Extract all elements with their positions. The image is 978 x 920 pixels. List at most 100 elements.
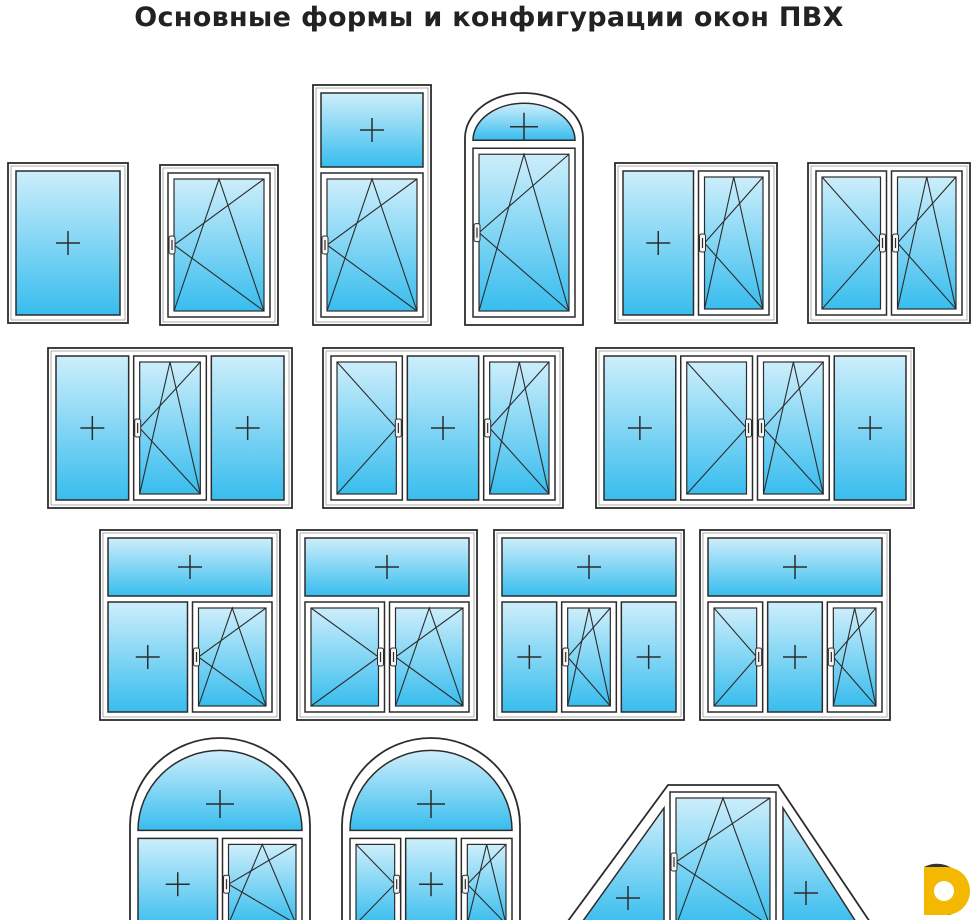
tilt-lines bbox=[832, 607, 877, 707]
turn-fixed-tilt-turn-window bbox=[322, 347, 564, 509]
opening-sash bbox=[697, 170, 770, 316]
plus-icon bbox=[616, 886, 640, 910]
tilt-lines bbox=[197, 606, 267, 707]
tilt-lines bbox=[478, 152, 570, 312]
opening-sash bbox=[756, 355, 830, 501]
opening-sash bbox=[680, 355, 754, 501]
tilt-lines bbox=[394, 606, 464, 707]
window-handle-icon bbox=[745, 418, 752, 438]
fixed-pane bbox=[782, 805, 856, 920]
fixed-pane bbox=[404, 837, 458, 920]
plus-icon bbox=[375, 555, 399, 579]
transom-fixed-tilt-turn-window bbox=[99, 529, 281, 721]
window-handle-icon bbox=[394, 418, 402, 438]
plus-icon bbox=[794, 881, 818, 905]
opening-sash bbox=[320, 172, 424, 318]
fixed-pane bbox=[620, 601, 677, 713]
transom-turn-fixed-tilt-turn-window bbox=[699, 529, 891, 721]
tilt-lines bbox=[139, 361, 201, 495]
window-handle-icon bbox=[473, 223, 481, 243]
window-handle-icon bbox=[562, 647, 570, 667]
opening-sash bbox=[707, 601, 764, 713]
plus-icon bbox=[431, 416, 455, 440]
transom-turn-tilt-turn-window bbox=[296, 529, 478, 721]
tilt-lines bbox=[762, 361, 824, 495]
window-handle-icon bbox=[377, 647, 384, 667]
window-handle-icon bbox=[168, 235, 176, 255]
plus-icon bbox=[56, 231, 80, 255]
fixed-pane bbox=[582, 805, 665, 920]
window-handle-icon bbox=[484, 418, 492, 438]
arched-turn-fixed-tilt-turn-window bbox=[341, 737, 521, 920]
plus-icon bbox=[627, 416, 652, 440]
opening-sash bbox=[890, 170, 963, 316]
window-handle-icon bbox=[670, 852, 678, 872]
opening-sash bbox=[330, 355, 404, 501]
plus-icon bbox=[783, 555, 807, 579]
window-handle-icon bbox=[699, 233, 706, 253]
window-handle-icon bbox=[461, 874, 469, 894]
window-handle-icon bbox=[393, 874, 401, 894]
fixed-pane bbox=[320, 92, 424, 168]
opening-sash bbox=[221, 837, 303, 920]
window-handle-icon bbox=[223, 874, 230, 894]
fixed-pane bbox=[137, 837, 219, 920]
tilt-lines bbox=[489, 361, 550, 495]
plus-icon bbox=[646, 231, 671, 255]
opening-sash bbox=[482, 355, 556, 501]
plus-icon bbox=[80, 416, 105, 440]
tilt-lines bbox=[326, 177, 418, 312]
plus-icon bbox=[165, 872, 190, 897]
tilt-lines bbox=[703, 176, 764, 310]
plus-icon bbox=[510, 112, 538, 141]
plus-icon bbox=[360, 118, 384, 142]
window-handle-icon bbox=[827, 647, 835, 667]
page-title: Основные формы и конфигурации окон ПВХ bbox=[134, 2, 844, 33]
opening-sash bbox=[191, 601, 273, 713]
plus-icon bbox=[517, 645, 542, 669]
fixed-pane bbox=[833, 355, 907, 501]
opening-sash bbox=[132, 355, 208, 501]
window-handle-icon bbox=[892, 233, 899, 253]
opening-sash bbox=[472, 147, 576, 318]
opening-sash bbox=[460, 837, 513, 920]
fixed-pane bbox=[107, 601, 189, 713]
fixed-tilt-turn-fixed-window bbox=[47, 347, 293, 509]
opening-sash bbox=[669, 791, 777, 920]
opening-sash bbox=[388, 601, 470, 713]
tilt-turn-window bbox=[159, 164, 279, 326]
opening-sash bbox=[349, 837, 402, 920]
opening-sash bbox=[815, 170, 888, 316]
tilt-turn-window-with-transom bbox=[312, 84, 432, 326]
tilt-lines bbox=[173, 177, 265, 312]
plus-icon bbox=[858, 416, 883, 440]
arched-fixed-tilt-turn-window bbox=[129, 737, 311, 920]
opening-sash bbox=[560, 601, 618, 713]
opening-sash bbox=[167, 172, 271, 318]
fixed-and-tilt-turn-window bbox=[614, 162, 778, 324]
fixed-pane bbox=[766, 601, 824, 713]
arched-tilt-turn-window bbox=[464, 92, 584, 326]
tilt-lines bbox=[229, 842, 295, 920]
plus-icon bbox=[419, 872, 443, 897]
turn-and-tilt-turn-window bbox=[807, 162, 971, 324]
tilt-lines bbox=[567, 607, 611, 707]
plus-icon bbox=[577, 555, 601, 579]
window-handle-icon bbox=[321, 235, 329, 255]
window-handle-icon bbox=[879, 233, 886, 253]
fixed-pane bbox=[210, 355, 285, 501]
fixed-pane bbox=[55, 355, 130, 501]
window-handle-icon bbox=[390, 647, 397, 667]
tilt-lines bbox=[896, 176, 957, 310]
fixed-pane bbox=[406, 355, 480, 501]
tilt-lines bbox=[467, 844, 506, 920]
fixed-pane bbox=[15, 170, 121, 316]
plus-icon bbox=[636, 645, 661, 669]
fixed-pane bbox=[501, 601, 558, 713]
opening-sash bbox=[304, 601, 386, 713]
four-pane-window bbox=[595, 347, 915, 509]
fixed-window bbox=[7, 162, 129, 324]
plus-icon bbox=[417, 790, 445, 818]
plus-icon bbox=[178, 555, 202, 579]
